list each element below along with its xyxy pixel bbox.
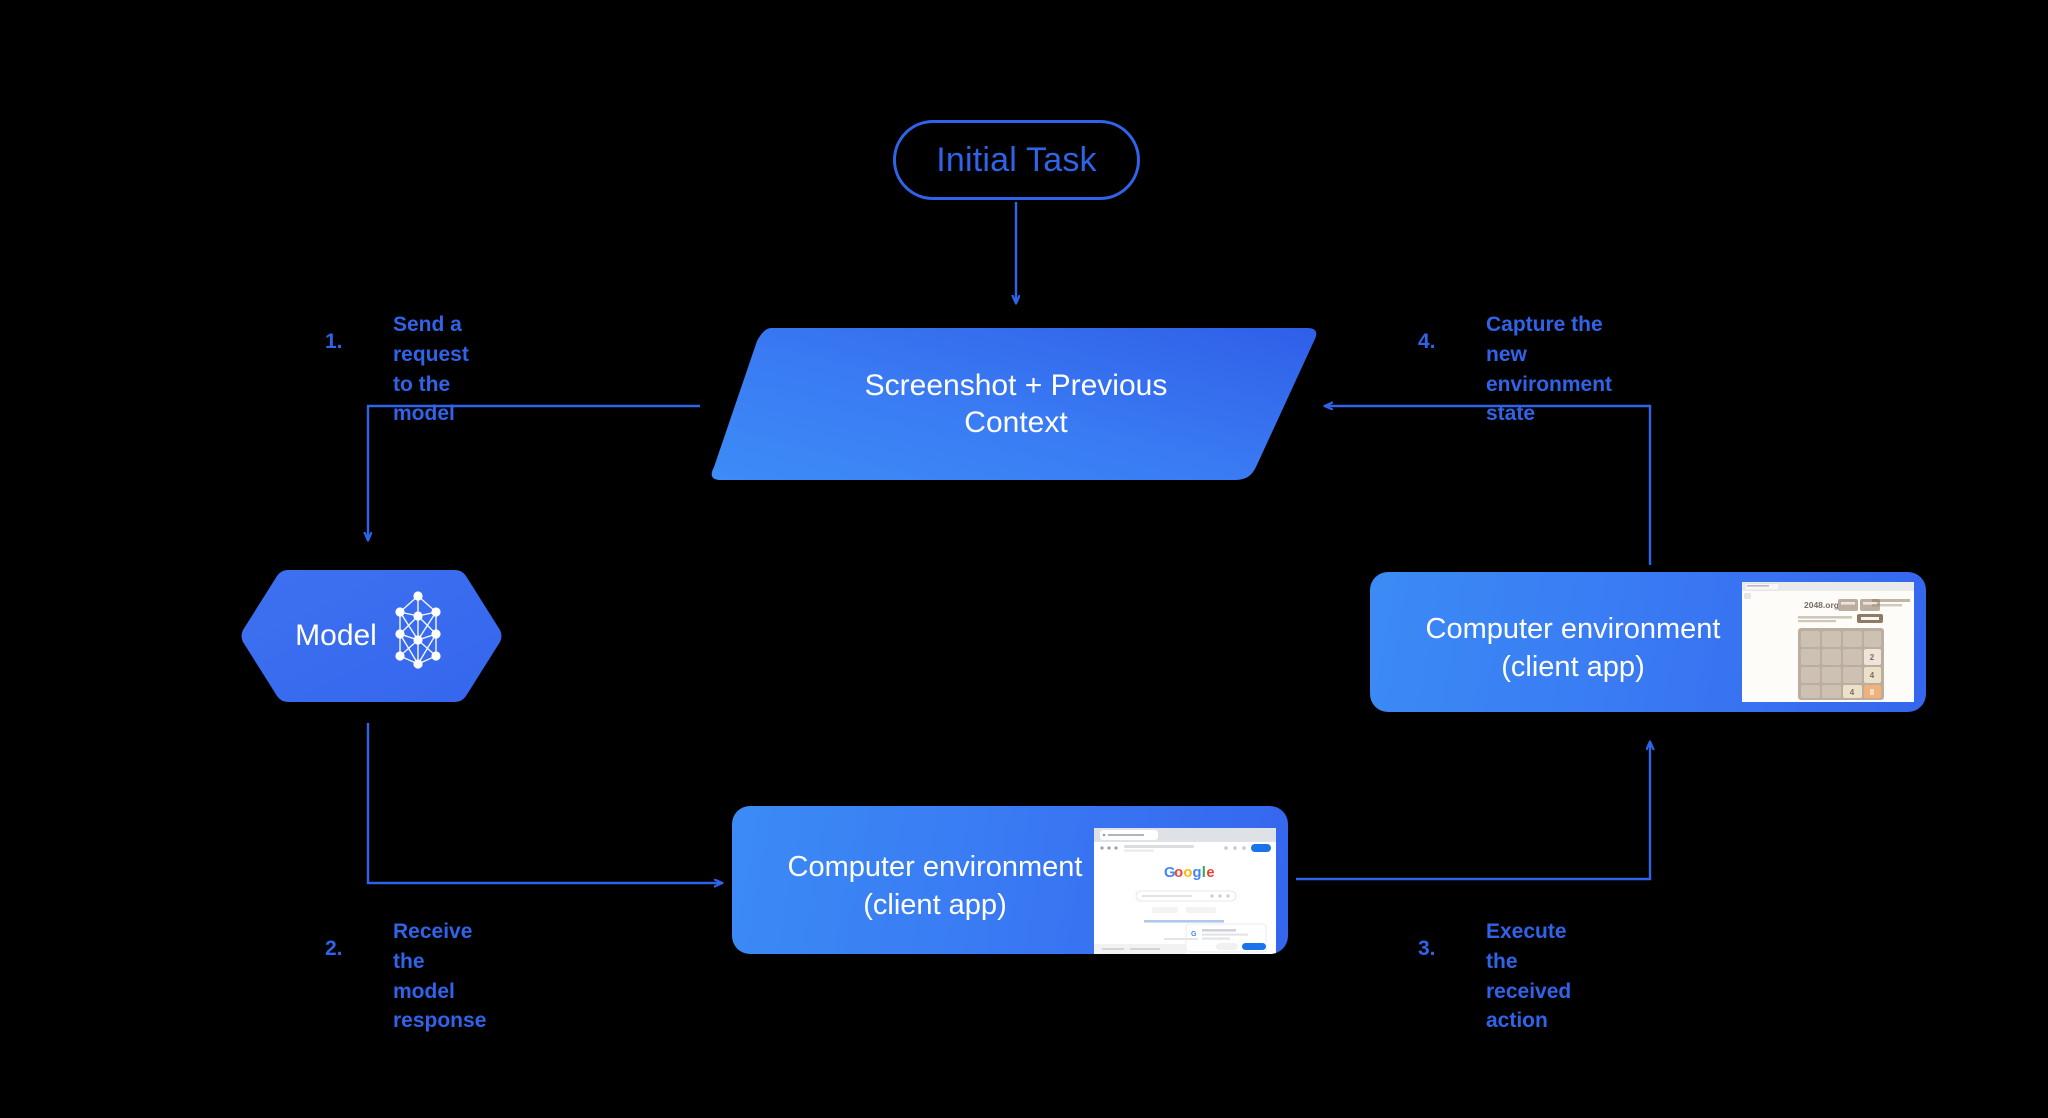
- svg-text:e: e: [1206, 865, 1214, 881]
- svg-text:G: G: [1164, 865, 1175, 881]
- model-node: Model: [240, 570, 502, 702]
- step-2-text: Receive the model response: [393, 920, 487, 1033]
- step-4-number: 4.: [1418, 330, 1436, 353]
- connector-model-to-env-bottom: [366, 723, 722, 883]
- context-node: Screenshot + Previous Context: [707, 328, 1321, 480]
- connector-context-to-model: [368, 404, 700, 540]
- step-2-number: 2.: [325, 937, 343, 960]
- model-node-shape: [241, 570, 502, 702]
- env-bottom-node: Computer environment (client app): [732, 806, 1288, 954]
- svg-text:4: 4: [1850, 688, 1855, 697]
- svg-text:8: 8: [1870, 688, 1875, 697]
- thumbnail-2048-game: 2048.org: [1742, 582, 1914, 702]
- step-4-text: Capture the new environment state: [1486, 313, 1613, 426]
- svg-text:o: o: [1174, 865, 1183, 881]
- env-right-label: Computer environment (client app): [1425, 613, 1721, 684]
- initial-task-label: Initial Task: [936, 140, 1097, 179]
- connector-env-bottom-to-env-right: [1296, 742, 1650, 881]
- svg-text:o: o: [1183, 865, 1192, 881]
- neural-network-icon: [389, 588, 447, 685]
- svg-text:2048.org: 2048.org: [1804, 600, 1839, 610]
- step-1-number: 1.: [325, 330, 343, 353]
- svg-text:2: 2: [1870, 653, 1875, 662]
- step-3-text: Execute the received action: [1486, 920, 1572, 1033]
- svg-text:l: l: [1202, 865, 1206, 881]
- step-1-text: Send a request to the model: [393, 313, 469, 426]
- step-3-number: 3.: [1418, 937, 1436, 960]
- env-bottom-label: Computer environment (client app): [787, 851, 1083, 922]
- svg-text:G: G: [1191, 931, 1197, 938]
- connector-env-right-to-context: [1325, 406, 1652, 565]
- context-node-label: Screenshot + Previous Context: [864, 368, 1168, 439]
- initial-task-node: Initial Task: [893, 120, 1140, 200]
- context-node-shape: [711, 328, 1317, 480]
- svg-text:g: g: [1193, 865, 1202, 881]
- thumbnail-google-search: G o o g l e G: [1094, 828, 1276, 954]
- svg-text:4: 4: [1870, 671, 1875, 680]
- env-right-node: Computer environment (client app) 2048.o…: [1370, 572, 1926, 712]
- model-node-label: Model: [295, 619, 377, 652]
